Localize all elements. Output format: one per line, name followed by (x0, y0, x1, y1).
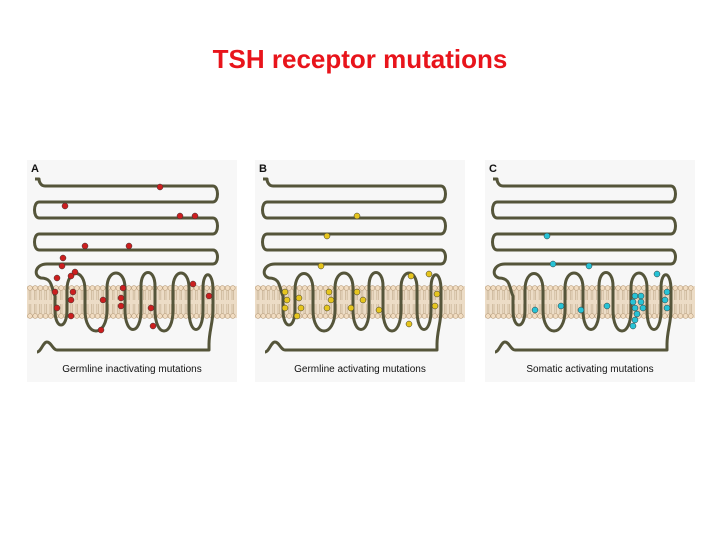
mutation-dot (433, 290, 441, 298)
receptor-chain (261, 177, 447, 354)
mutation-dot (631, 316, 639, 324)
panel-c: C Somatic activating mutations (485, 160, 695, 382)
mutation-dot (323, 304, 331, 312)
cell-membrane (27, 285, 237, 319)
mutation-dot (557, 302, 565, 310)
mutation-dot (663, 304, 671, 312)
mutation-dot (58, 262, 66, 270)
mutation-dot (176, 212, 184, 220)
mutation-markers (51, 183, 213, 334)
mutation-dot (631, 292, 639, 300)
mutation-dot (353, 288, 361, 296)
panel-b: B Germline activating mutations (255, 160, 465, 382)
panel-a: A Germline inactivating mutations (27, 160, 237, 382)
mutation-dot (661, 296, 669, 304)
mutation-dot (293, 312, 301, 320)
mutation-dot (191, 212, 199, 220)
mutation-dot (317, 262, 325, 270)
mutation-dot (51, 288, 59, 296)
mutation-dot (425, 270, 433, 278)
panel-letter: C (489, 163, 497, 175)
panel-caption: Germline activating mutations (294, 364, 426, 375)
mutation-dot (323, 232, 331, 240)
mutation-dot (53, 274, 61, 282)
mutation-dot (325, 288, 333, 296)
mutation-dot (353, 212, 361, 220)
mutation-dot (543, 232, 551, 240)
mutation-dot (637, 292, 645, 300)
mutation-dot (585, 262, 593, 270)
mutation-dot (549, 260, 557, 268)
panel-background (485, 160, 695, 382)
mutation-markers (281, 212, 441, 328)
mutation-dot (147, 304, 155, 312)
receptor-chain (491, 177, 677, 354)
mutation-dot (61, 202, 69, 210)
mutation-dot (283, 296, 291, 304)
mutation-dot (663, 288, 671, 296)
membrane-band (27, 286, 237, 318)
mutation-dot (117, 294, 125, 302)
mutation-dot (431, 302, 439, 310)
mutation-dot (97, 326, 105, 334)
mutation-dot (407, 272, 415, 280)
mutation-dot (117, 302, 125, 310)
mutation-dot (67, 296, 75, 304)
mutation-dot (631, 304, 639, 312)
mutation-dot (633, 310, 641, 318)
mutation-dot (637, 298, 645, 306)
mutation-dot (156, 183, 164, 191)
panel-letter: A (31, 163, 39, 175)
mutation-dot (67, 312, 75, 320)
mutation-dot (71, 268, 79, 276)
mutation-dot (297, 304, 305, 312)
panel-letter: B (259, 163, 267, 175)
panel-background (27, 160, 237, 382)
mutation-dot (281, 288, 289, 296)
mutation-dot (629, 298, 637, 306)
mutation-dot (53, 304, 61, 312)
mutation-dot (603, 302, 611, 310)
mutation-dot (119, 284, 127, 292)
mutation-dot (295, 294, 303, 302)
mutation-dot (629, 322, 637, 330)
mutation-dot (639, 304, 647, 312)
mutation-dot (59, 254, 67, 262)
mutation-dot (205, 292, 213, 300)
mutation-dot (375, 306, 383, 314)
mutation-dot (347, 304, 355, 312)
panel-caption: Germline inactivating mutations (62, 364, 202, 375)
mutation-dot (149, 322, 157, 330)
mutation-dot (405, 320, 413, 328)
slide-title: TSH receptor mutations (212, 44, 508, 74)
mutation-dot (67, 272, 75, 280)
mutation-dot (327, 296, 335, 304)
mutation-dot (577, 306, 585, 314)
mutation-dot (189, 280, 197, 288)
mutation-markers (531, 232, 671, 330)
mutation-dot (281, 304, 289, 312)
mutation-dot (69, 288, 77, 296)
mutation-dot (359, 296, 367, 304)
mutation-dot (653, 270, 661, 278)
mutation-dot (99, 296, 107, 304)
mutation-dot (81, 242, 89, 250)
mutation-dot (125, 242, 133, 250)
mutation-dot (531, 306, 539, 314)
panel-caption: Somatic activating mutations (526, 364, 653, 375)
